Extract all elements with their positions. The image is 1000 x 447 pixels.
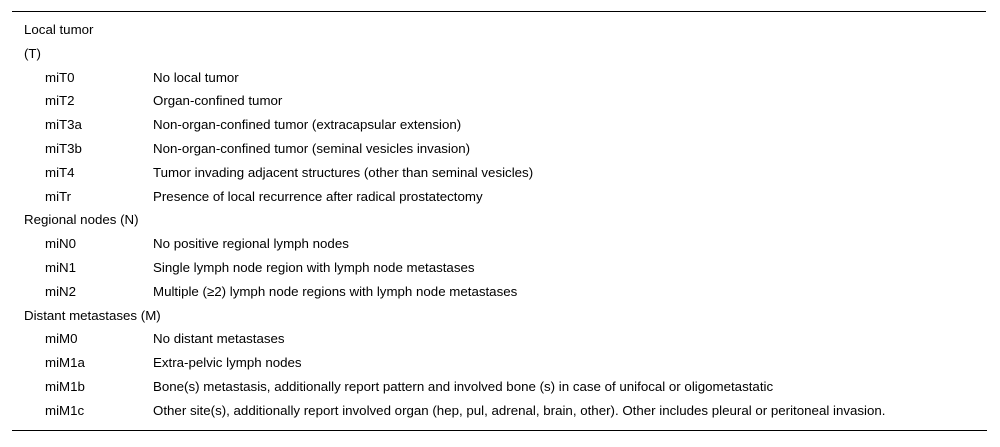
row-description: Presence of local recurrence after radic… <box>153 188 483 204</box>
row-description: Extra-pelvic lymph nodes <box>153 355 302 371</box>
staging-criteria-table: Local tumor (T) miT0 No local tumor miT2… <box>12 11 987 431</box>
table-row: miN0 No positive regional lymph nodes <box>12 232 987 256</box>
table-row: miT3b Non-organ-confined tumor (seminal … <box>12 137 987 161</box>
row-code: miN1 <box>45 259 77 275</box>
section-header-local-tumor: Local tumor (T) <box>12 18 987 66</box>
row-code: miM1a <box>45 355 85 371</box>
row-description: Bone(s) metastasis, additionally report … <box>153 378 774 394</box>
section-header-line: (T) <box>24 45 41 61</box>
row-description: Non-organ-confined tumor (extracapsular … <box>153 117 462 133</box>
row-code: miTr <box>45 188 72 204</box>
row-code: miT3a <box>45 117 82 133</box>
row-description: Organ-confined tumor <box>153 93 283 109</box>
row-code: miT2 <box>45 93 75 109</box>
section-header-line: Local tumor <box>24 22 94 37</box>
table-row: miT0 No local tumor <box>12 66 987 90</box>
row-description: No local tumor <box>153 69 239 85</box>
row-description: Other site(s), additionally report invol… <box>153 402 886 418</box>
row-description: Tumor invading adjacent structures (othe… <box>153 164 534 180</box>
row-code: miN0 <box>45 236 77 252</box>
table-row: miM1b Bone(s) metastasis, additionally r… <box>12 375 987 399</box>
section-header-distant-metastases: Distant metastases (M) <box>12 304 987 328</box>
table-row: miT3a Non-organ-confined tumor (extracap… <box>12 113 987 137</box>
row-description: Single lymph node region with lymph node… <box>153 259 475 275</box>
table-row: miM1c Other site(s), additionally report… <box>12 399 987 423</box>
section-header-line: Regional nodes (N) <box>24 212 139 228</box>
row-code: miT4 <box>45 164 75 180</box>
table-top-rule <box>12 11 986 12</box>
row-code: miM1b <box>45 378 85 394</box>
table-row: miT4 Tumor invading adjacent structures … <box>12 161 987 185</box>
row-code: miT3b <box>45 140 82 156</box>
row-code: miM0 <box>45 331 78 347</box>
table-row: miN2 Multiple (≥2) lymph node regions wi… <box>12 280 987 304</box>
table-row: miM0 No distant metastases <box>12 327 987 351</box>
row-code: miM1c <box>45 402 85 418</box>
table-bottom-rule <box>12 429 987 431</box>
row-description: Non-organ-confined tumor (seminal vesicl… <box>153 140 471 156</box>
table-row: miT2 Organ-confined tumor <box>12 89 987 113</box>
section-header-line: Distant metastases (M) <box>24 307 161 323</box>
table-row: miTr Presence of local recurrence after … <box>12 185 987 209</box>
section-header-regional-nodes: Regional nodes (N) <box>12 208 987 232</box>
row-description: No positive regional lymph nodes <box>153 236 349 252</box>
row-code: miN2 <box>45 283 77 299</box>
row-description: No distant metastases <box>153 331 285 347</box>
row-description: Multiple (≥2) lymph node regions with ly… <box>153 283 518 299</box>
table-row: miM1a Extra-pelvic lymph nodes <box>12 351 987 375</box>
table-body: Local tumor (T) miT0 No local tumor miT2… <box>12 12 987 423</box>
table-row: miN1 Single lymph node region with lymph… <box>12 256 987 280</box>
row-code: miT0 <box>45 69 75 85</box>
